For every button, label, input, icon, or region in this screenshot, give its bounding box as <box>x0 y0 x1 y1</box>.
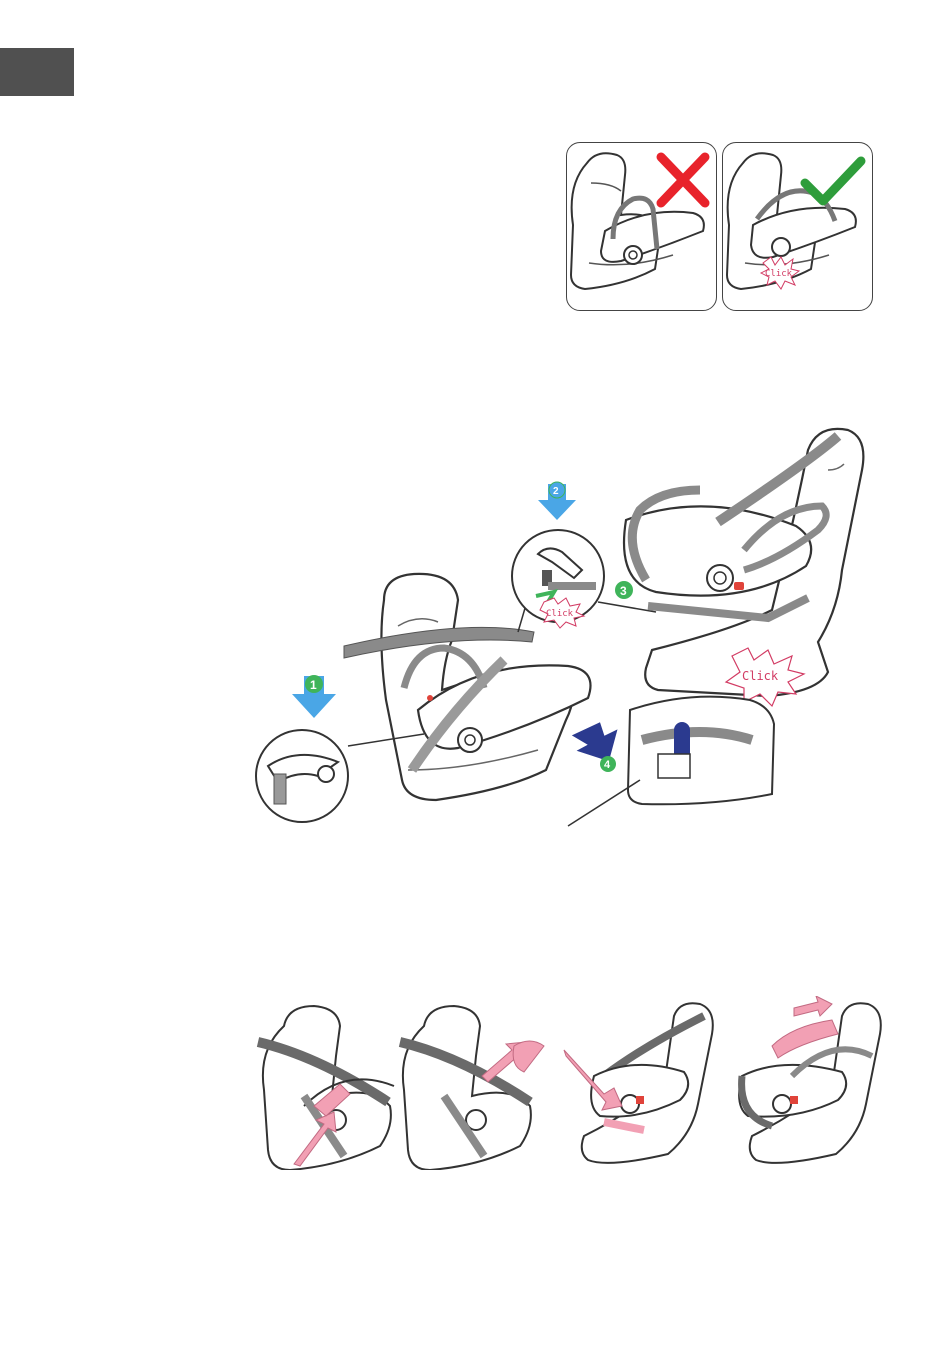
belt-routing-illustration <box>254 996 886 1170</box>
step-1-number: 1 <box>310 678 317 692</box>
cross-icon <box>661 157 705 203</box>
step-4-number: 4 <box>604 759 611 771</box>
click-label: Click <box>742 669 779 683</box>
check-icon <box>805 161 861 201</box>
click-label: Click <box>546 609 574 619</box>
car-seat-illustration: Click <box>723 143 872 310</box>
step-4-arrow: 4 <box>570 719 622 772</box>
wrong-installation-panel <box>566 142 717 311</box>
routing-step-panel <box>739 996 881 1163</box>
step-3-number: 3 <box>620 584 627 598</box>
routing-step-panel <box>400 1006 544 1170</box>
step-3-marker: 3 <box>615 581 633 599</box>
step-1-arrow: 1 <box>292 675 336 718</box>
installation-illustration: 1 Click 2 <box>248 410 898 830</box>
step-2-number: 2 <box>553 486 559 497</box>
installation-steps-figure: 1 Click 2 <box>248 410 898 830</box>
belt-routing-figure <box>254 996 886 1170</box>
routing-step-panel <box>258 1006 394 1170</box>
step-2-arrow: 2 <box>538 482 576 520</box>
section-tab <box>0 48 74 96</box>
routing-step-panel <box>564 1003 713 1163</box>
correct-installation-panel: Click <box>722 142 873 311</box>
click-label: Click <box>765 269 793 279</box>
car-seat-illustration <box>567 143 716 310</box>
base-detail <box>568 697 774 826</box>
